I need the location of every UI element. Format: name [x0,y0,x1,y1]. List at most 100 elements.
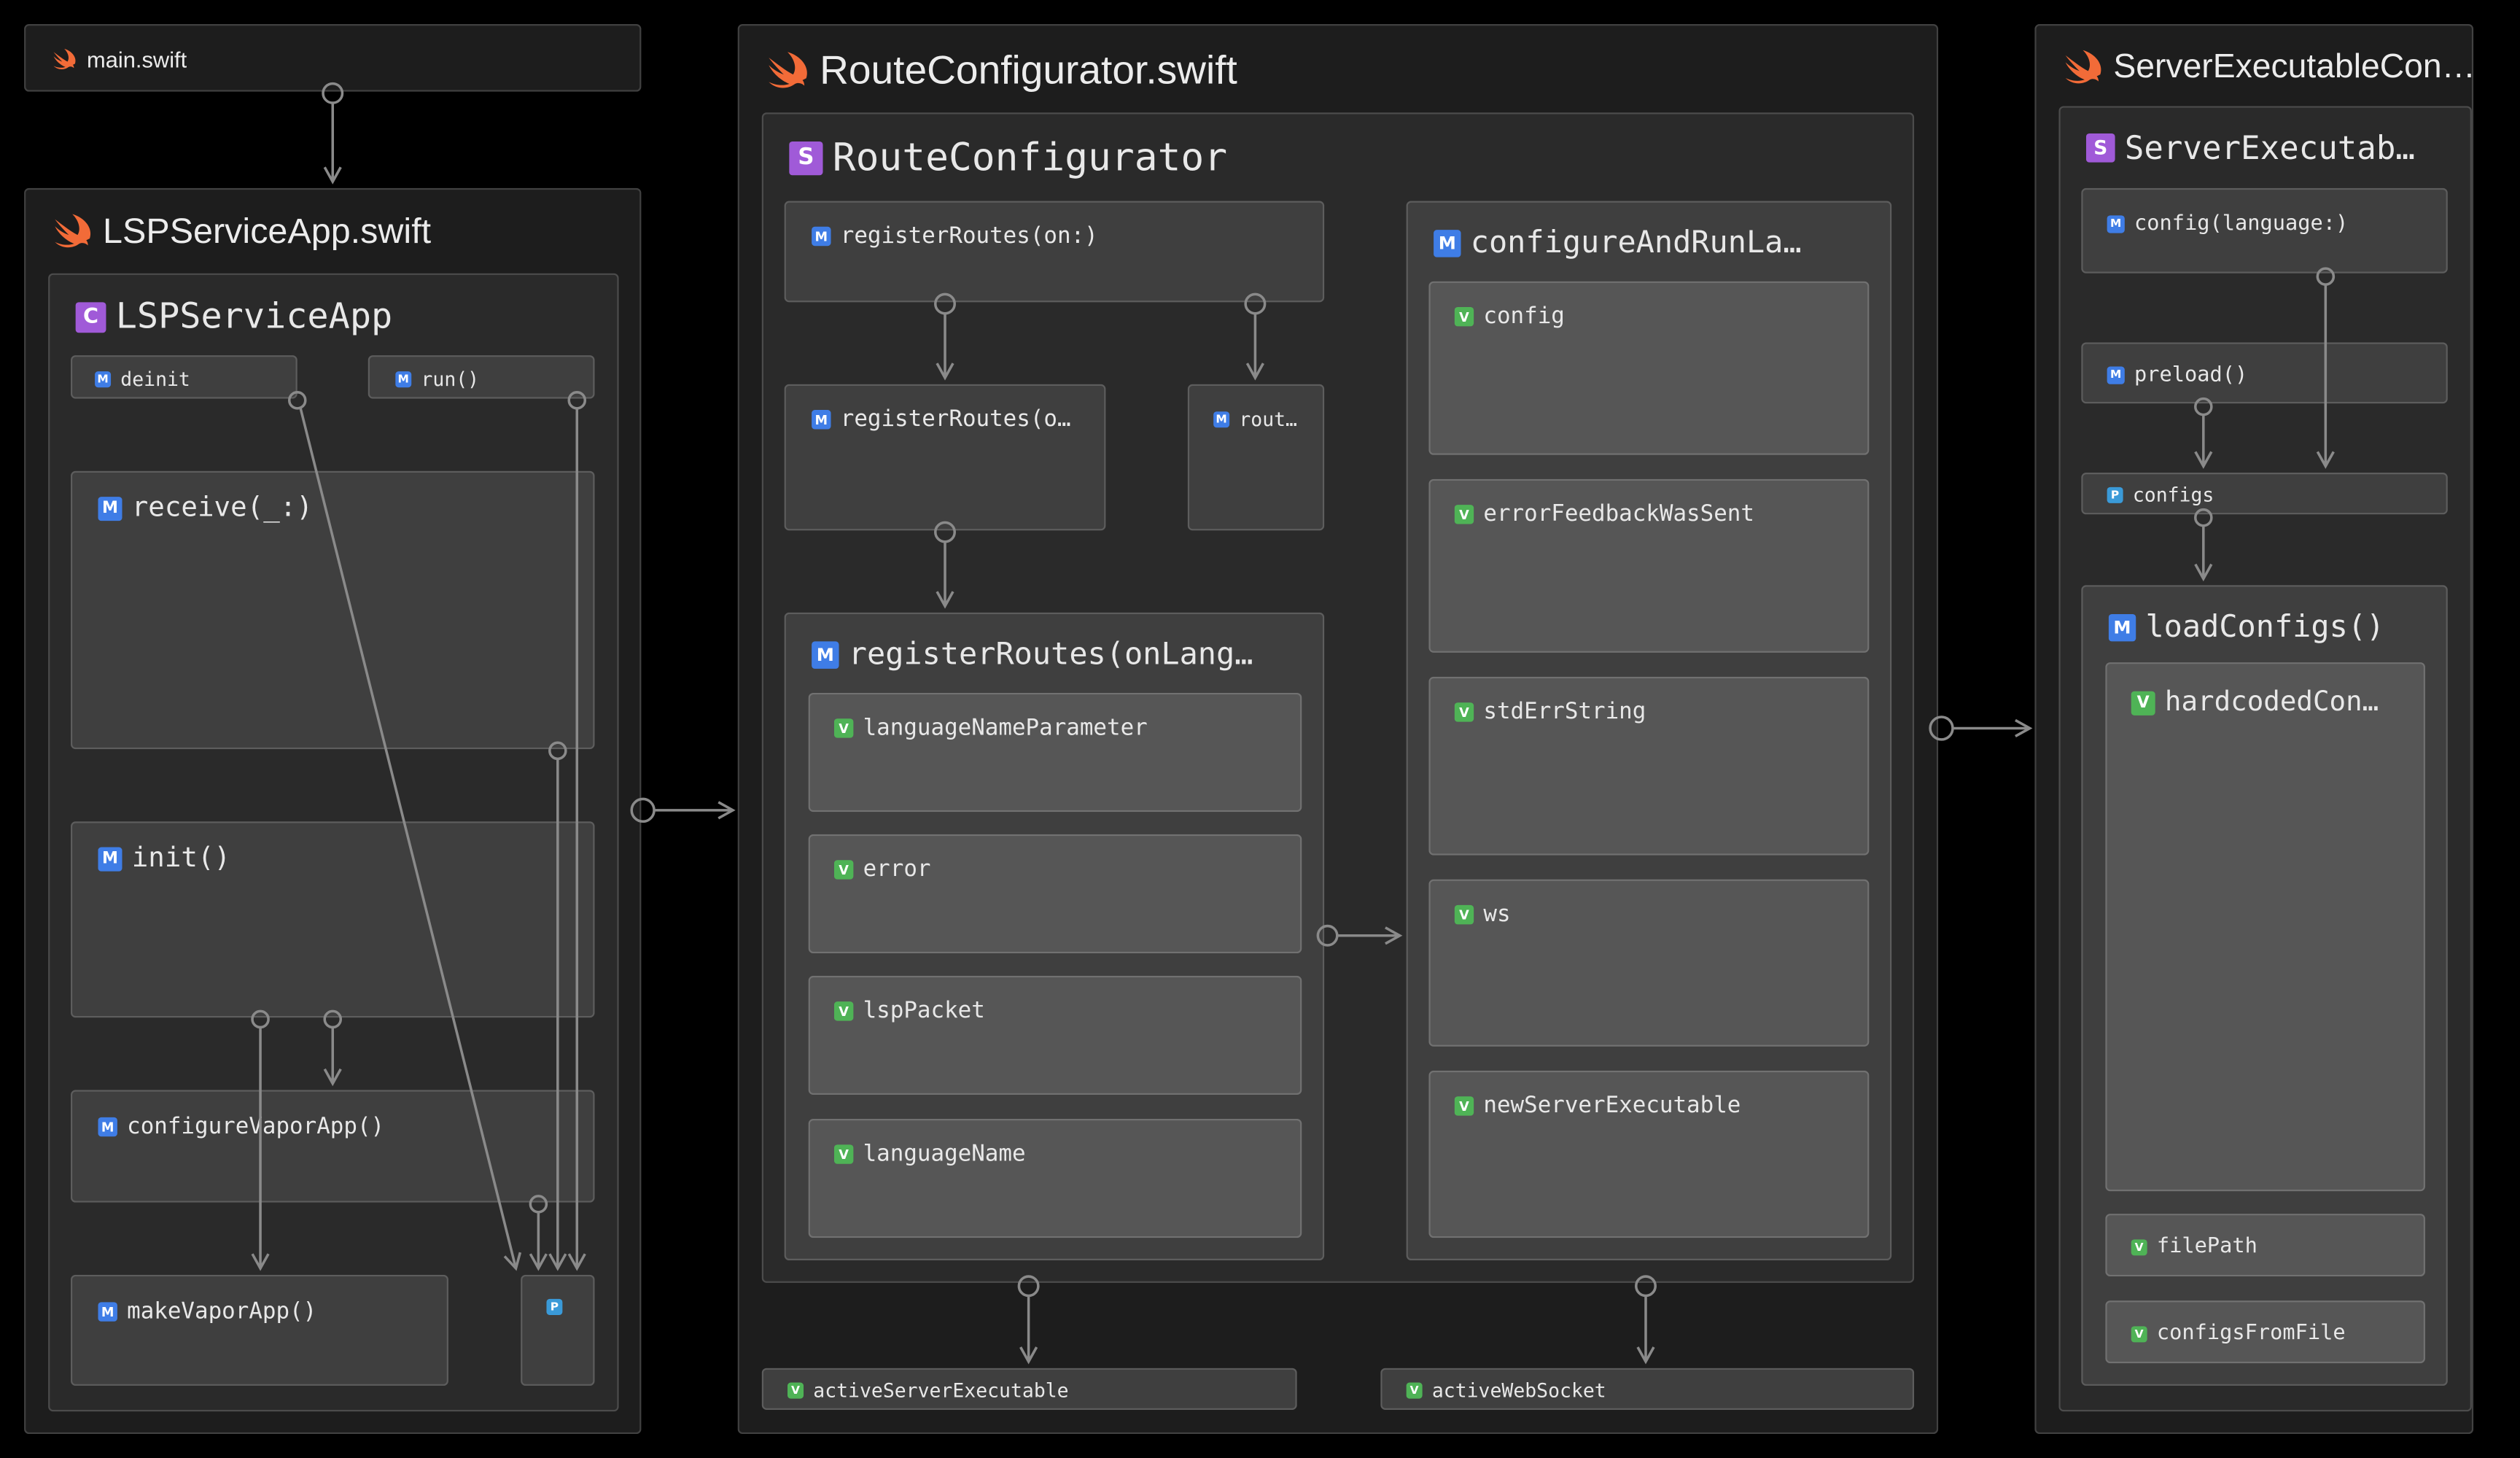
variable-name: languageName [863,1141,1026,1168]
edge-registeron-origin-1 [934,292,956,315]
member-name: configureAndRunLa… [1470,225,1802,261]
method-receive[interactable]: M receive(_:) [70,470,595,750]
swift-icon [55,214,91,248]
struct-badge-icon: S [2085,133,2115,163]
type-name: RouteConfigurator [832,135,1228,180]
edge-init-origin-2 [323,1009,343,1029]
member-name: makeVaporApp() [127,1298,317,1325]
variable-configsfromfile[interactable]: V configsFromFile [2105,1300,2425,1364]
method-badge-icon: M [98,495,122,521]
variable-name: config [1483,303,1565,330]
member-name: registerRoutes(on:) [840,223,1098,249]
property-unnamed[interactable]: P [521,1274,595,1386]
edge-registeron-origin-2 [1244,292,1267,315]
type-name: ServerExecutab… [2124,128,2415,168]
variable-errorfeedbackwassent[interactable]: V errorFeedbackWasSent [1428,478,1870,653]
edge-preload-origin [2194,397,2213,416]
variable-name: filePath [2156,1234,2258,1259]
method-badge-icon: M [2107,365,2125,384]
member-name: registerRoutes(onLang… [848,636,1253,672]
variable-error[interactable]: V error [808,834,1302,954]
method-badge-icon: M [1434,229,1461,257]
swift-icon [2065,50,2101,84]
method-badge-icon: M [812,226,831,247]
method-badge-icon: M [2108,613,2136,641]
variable-badge-icon: V [1454,904,1474,925]
variable-languagenameparameter[interactable]: V languageNameParameter [808,692,1302,813]
method-registerroutes-on[interactable]: M registerRoutes(on:) [784,201,1325,303]
class-badge-icon: C [75,301,106,333]
variable-badge-icon: V [833,1001,854,1021]
method-makevaporapp[interactable]: M makeVaporApp() [70,1274,448,1386]
member-name: config(language:) [2134,211,2349,236]
method-badge-icon: M [395,371,412,387]
swift-icon [769,52,807,88]
variable-languagename[interactable]: V languageName [808,1119,1302,1238]
variable-name: stdErrString [1483,699,1646,726]
variable-name: errorFeedbackWasSent [1483,501,1754,527]
variable-newserverexecutable[interactable]: V newServerExecutable [1428,1070,1870,1238]
variable-badge-icon: V [1454,505,1474,524]
member-name: run() [421,367,480,390]
edge-run-origin [567,391,587,410]
method-badge-icon: M [95,371,112,387]
variable-badge-icon: V [2131,1238,2147,1255]
method-badge-icon: M [2107,214,2125,233]
method-configurevaporapp[interactable]: M configureVaporApp() [70,1090,595,1203]
edge-init-origin-1 [251,1009,270,1029]
property-configs[interactable]: P configs [2081,473,2448,515]
method-rout[interactable]: M rout… [1187,384,1325,531]
file-name: main.swift [87,46,187,73]
edge-route-origin-2 [1635,1275,1657,1298]
method-preload[interactable]: M preload() [2081,342,2448,404]
variable-name: hardcodedCon… [2164,686,2379,719]
member-name: loadConfigs() [2145,609,2385,645]
edge-deinit-to-p [299,408,522,1271]
variable-name: error [863,856,931,883]
variable-name: languageNameParameter [863,715,1148,742]
variable-ws[interactable]: V ws [1428,879,1870,1047]
member-name: deinit [120,367,190,390]
variable-badge-icon: V [2131,690,2155,715]
edge-main-to-lsp-origin [322,82,344,104]
variable-config[interactable]: V config [1428,281,1870,455]
method-deinit[interactable]: M deinit [70,355,298,399]
method-run[interactable]: M run() [368,355,595,399]
member-name: preload() [2134,362,2248,387]
file-name: ServerExecutableCon… [2113,48,2476,85]
variable-stderrstring[interactable]: V stdErrString [1428,676,1870,856]
method-registerroutes-o[interactable]: M registerRoutes(o… [784,384,1106,531]
method-config-language[interactable]: M config(language:) [2081,187,2448,274]
variable-badge-icon: V [833,718,854,738]
edge-deinit-origin [287,391,307,410]
variable-badge-icon: V [1454,702,1474,722]
edge-registerlang-origin [1316,924,1339,947]
method-badge-icon: M [1213,411,1230,428]
edge-configurevaporapp-origin [529,1195,548,1214]
variable-activeserverexecutable[interactable]: V activeServerExecutable [761,1368,1297,1410]
variable-badge-icon: V [1454,1096,1474,1116]
method-badge-icon: M [98,1117,117,1137]
variable-hardcodedconfigs[interactable]: V hardcodedCon… [2105,662,2425,1192]
member-name: receive(_:) [131,492,313,524]
method-init[interactable]: M init() [70,821,595,1018]
edge-route-origin-1 [1017,1275,1040,1298]
member-name: configs [2132,484,2214,507]
variable-activewebsocket[interactable]: V activeWebSocket [1380,1368,1915,1410]
variable-badge-icon: V [788,1382,804,1399]
variable-filepath[interactable]: V filePath [2105,1214,2425,1277]
method-badge-icon: M [98,846,122,871]
property-badge-icon: P [546,1298,563,1315]
variable-lsppacket[interactable]: V lspPacket [808,975,1302,1095]
variable-name: configsFromFile [2156,1321,2346,1346]
edge-registero-origin [934,521,956,543]
member-name: configureVaporApp() [127,1114,385,1140]
variable-badge-icon: V [2131,1325,2147,1342]
variable-name: newServerExecutable [1483,1093,1741,1120]
method-badge-icon: M [812,640,839,668]
file-main-swift[interactable]: main.swift [24,24,642,92]
member-name: registerRoutes(o… [840,406,1071,433]
variable-badge-icon: V [1454,306,1474,327]
edge-configs-origin [2194,508,2213,527]
